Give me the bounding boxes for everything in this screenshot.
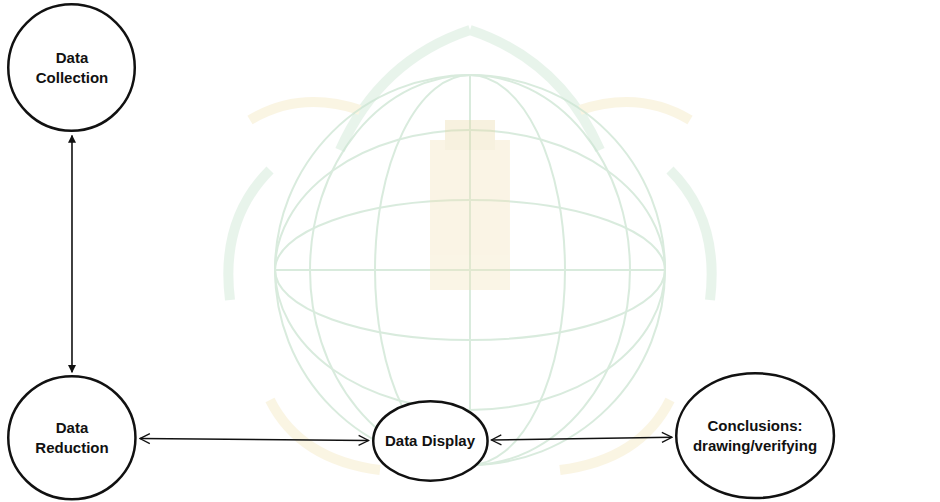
process-circle: Data Collection — [7, 3, 136, 132]
circle-outline — [7, 3, 136, 132]
double-arrow — [140, 439, 369, 441]
process-circle: Conclusions: drawing/verifying — [675, 372, 835, 499]
process-circle: Data Display — [372, 400, 489, 482]
circle-outline — [7, 375, 137, 501]
node-label: Data Display — [385, 431, 475, 451]
process-circle: Data Reduction — [7, 375, 137, 501]
node-label: Conclusions: drawing/verifying — [692, 416, 817, 455]
node-label: Data Collection — [22, 48, 121, 87]
node-label: Data Reduction — [22, 418, 121, 457]
circle-outline — [675, 372, 835, 499]
double-arrow — [491, 437, 672, 440]
double-arrow — [71, 136, 73, 373]
